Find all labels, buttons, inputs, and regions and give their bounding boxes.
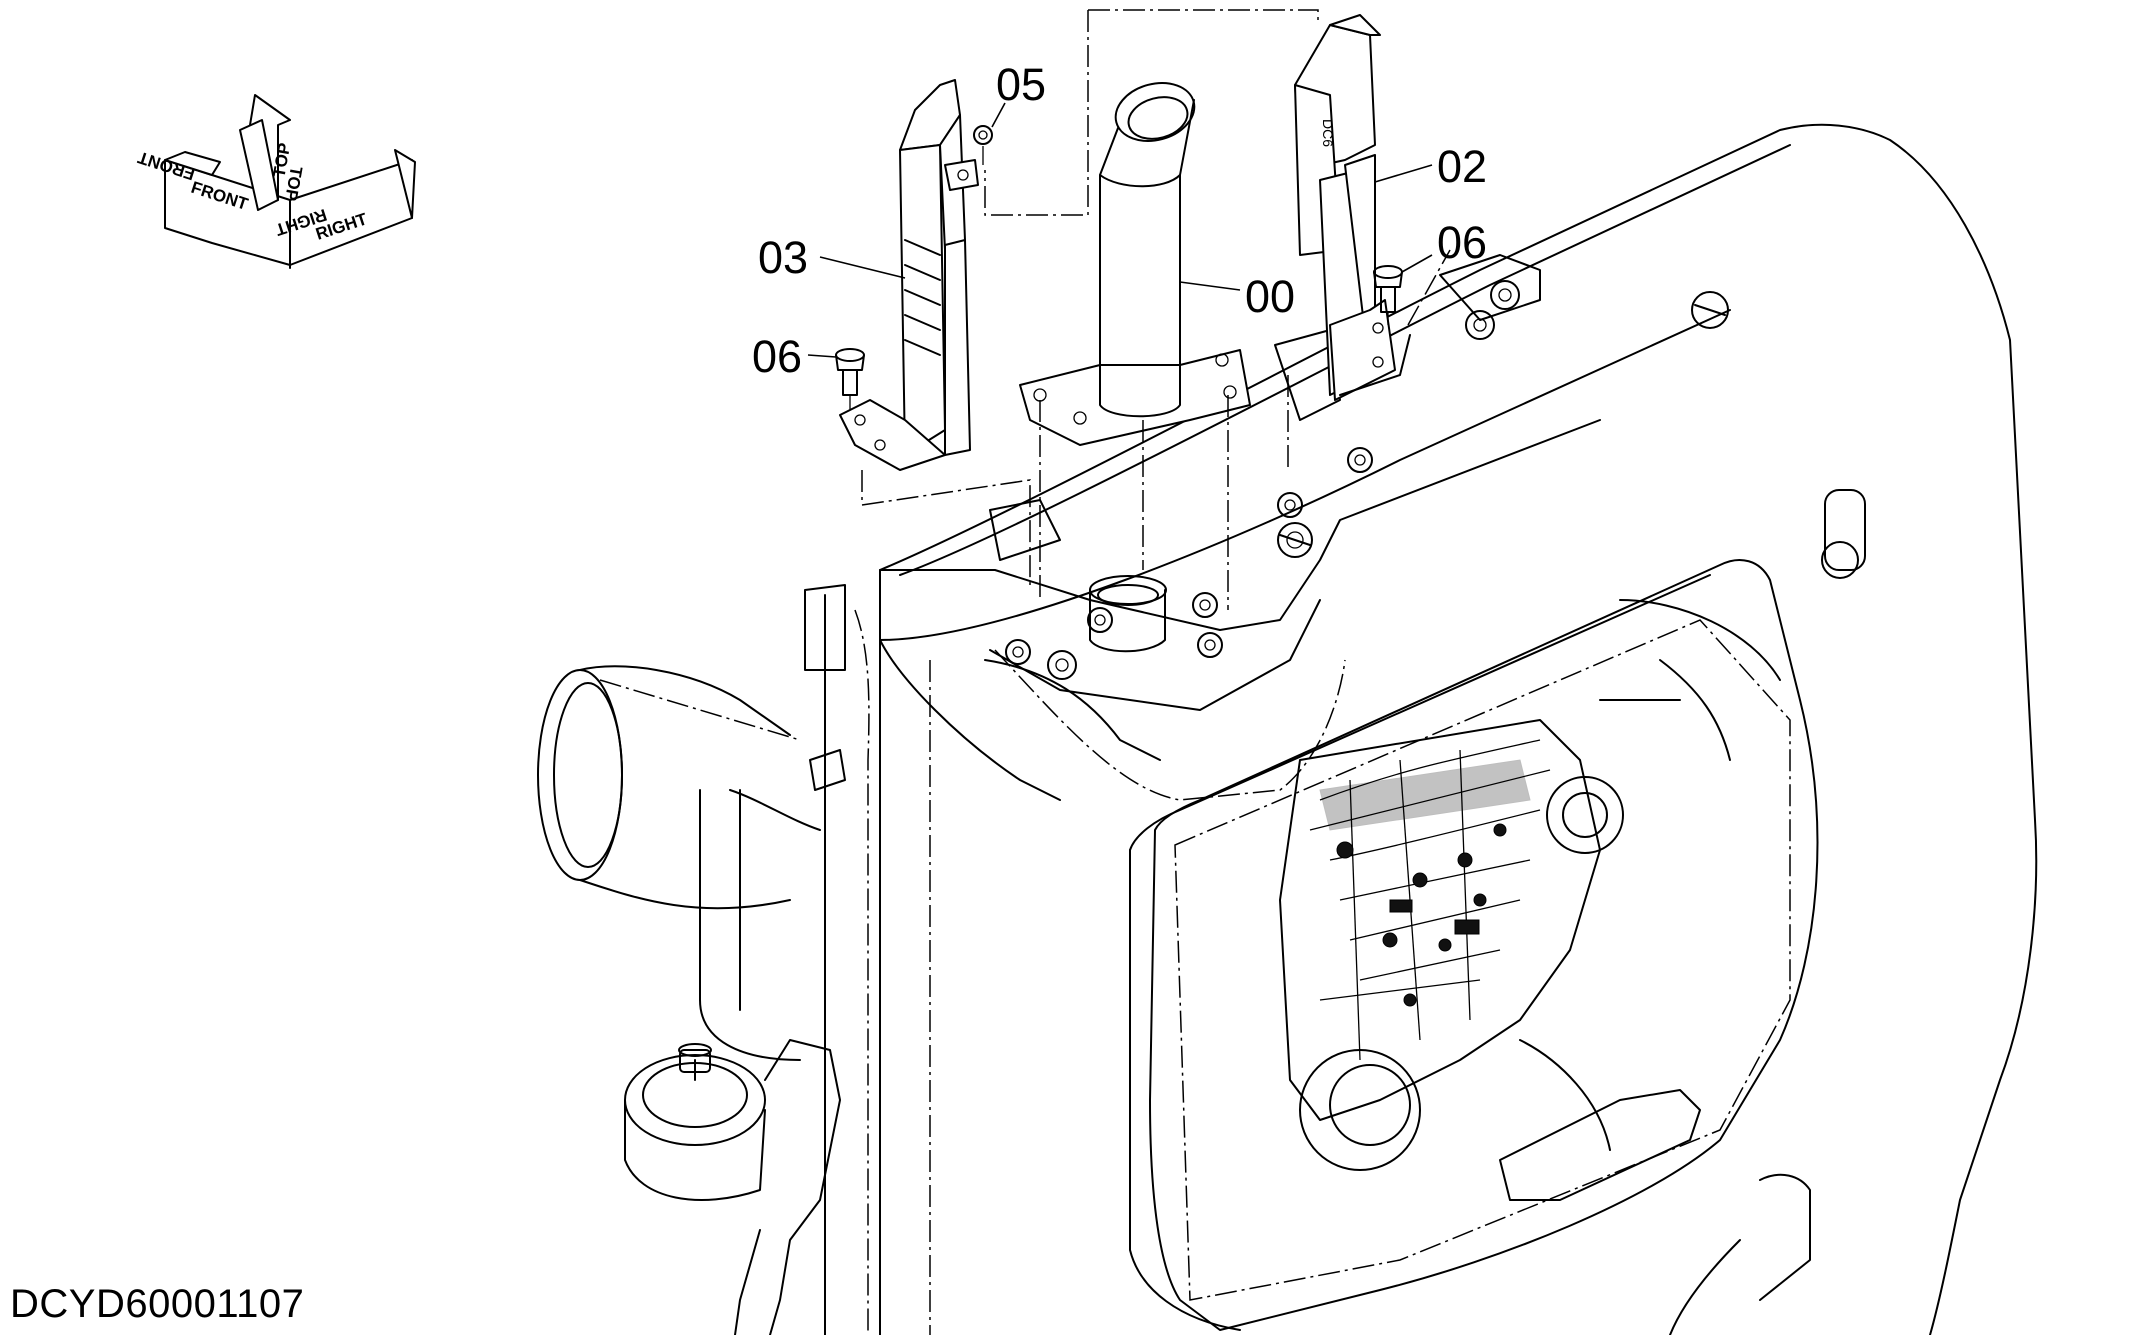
- drawing-id-label: DCYD60001107: [10, 1282, 305, 1326]
- part-00-exhaust-pipe: [1019, 82, 1251, 446]
- callout-02: 02: [1374, 141, 1487, 192]
- callout-06-left: 06: [752, 331, 837, 382]
- callout-03: 03: [758, 232, 906, 283]
- callout-05-label: 05: [996, 59, 1046, 110]
- hood-counterweight: [804, 123, 2038, 1336]
- callout-06-right-label: 06: [1437, 217, 1487, 268]
- part-03-left-cover: [839, 79, 979, 471]
- callout-06-left-label: 06: [752, 331, 802, 382]
- part-02-right-cover: DC6: [1294, 14, 1411, 401]
- part-02-marking: DC6: [1320, 119, 1336, 147]
- part-06-bolt-left: [835, 348, 865, 410]
- hood-outlet: [989, 254, 1729, 680]
- assembly-lines: [861, 9, 1451, 610]
- callout-02-label: 02: [1437, 141, 1487, 192]
- engine-assembly: [1279, 489, 1866, 1171]
- part-05-nut: [973, 125, 993, 165]
- callout-03-label: 03: [758, 232, 808, 283]
- callout-05: 05: [991, 59, 1046, 128]
- orientation-symbol: FRONT FRONT TOP TOP RIGHT RIGHT: [135, 94, 416, 269]
- callout-00: 00: [1179, 271, 1295, 322]
- muffler-assembly: [537, 665, 846, 1336]
- callout-06-right: 06: [1401, 217, 1487, 273]
- callout-00-label: 00: [1245, 271, 1295, 322]
